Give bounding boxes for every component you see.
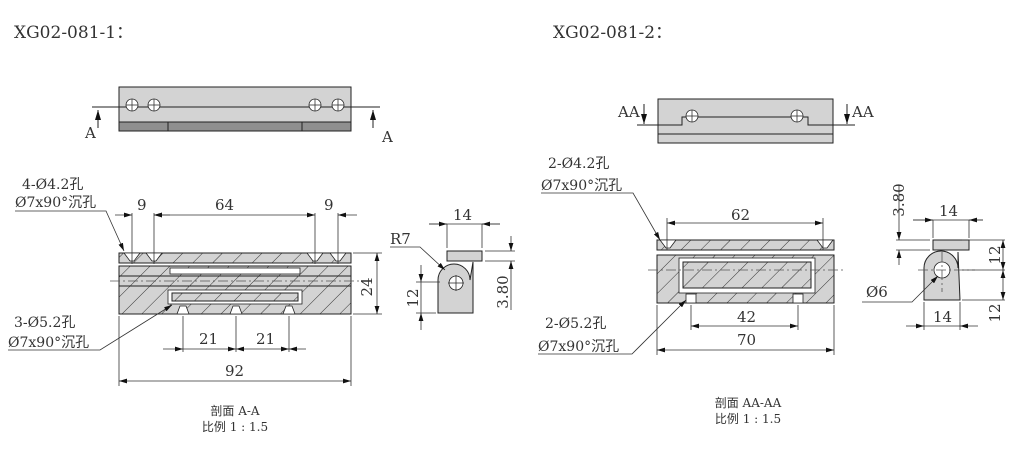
dim-height: 24: [358, 277, 376, 296]
drawing2-title: XG02-081-2：: [553, 23, 672, 43]
hole-note-bottom-line2: Ø7x90°沉孔: [8, 335, 89, 351]
hole-note-top-line2: Ø7x90°沉孔: [15, 195, 96, 211]
section-line-aa: [637, 116, 855, 126]
leader-top: [15, 210, 125, 252]
top-view-channel: [167, 121, 303, 132]
drawing1-title: XG02-081-1：: [14, 23, 133, 43]
dim-top-span: 62: [731, 206, 750, 224]
side-dim-bottom-width: 14: [933, 308, 952, 326]
side-dim-height: 12: [404, 288, 422, 307]
hole-note-top-line1: 2-Ø4.2孔: [548, 156, 609, 172]
dim-bottom-span: 42: [737, 308, 756, 326]
dim-overall: 70: [737, 331, 756, 349]
section-inner-rail: [682, 261, 812, 289]
drawing2-top-view: AA AA: [617, 98, 874, 144]
drawing-xg02-081-2: XG02-081-2： AA AA: [538, 23, 1006, 426]
section-marker-right: A: [381, 128, 393, 146]
hole-note-bottom-line1: 2-Ø5.2孔: [545, 316, 606, 332]
side-dim-diameter: Ø6: [866, 283, 888, 301]
dim-bottom-left: 21: [199, 330, 218, 348]
section-marker-left: A: [84, 124, 96, 142]
side-view-tab: [446, 250, 483, 262]
side-view-tab: [932, 239, 970, 251]
dim-left-pitch: 9: [137, 196, 147, 214]
side-dim-lower-height: 12: [986, 303, 1004, 322]
section-slot-upper: [169, 267, 301, 275]
section-top-plate: [656, 239, 835, 251]
caption-section: 剖面 A-A: [210, 404, 260, 418]
section-inner-rail: [171, 292, 299, 302]
side-dim-width: 14: [453, 206, 472, 224]
drawing1-section-view: 9 64 9 24 21 21 92 4-Ø4.2孔 Ø7x90°沉孔 3: [8, 177, 382, 434]
side-dim-radius: R7: [390, 230, 411, 248]
side-dim-upper-height: 12: [986, 245, 1004, 264]
caption-section: 剖面 AA-AA: [715, 396, 782, 410]
hole-note-bottom-line2: Ø7x90°沉孔: [538, 339, 619, 355]
side-dim-top-width: 14: [939, 202, 958, 220]
caption-scale: 比例 1 : 1.5: [202, 420, 268, 434]
hole-note-top-line2: Ø7x90°沉孔: [541, 178, 622, 194]
top-view-body: [657, 98, 834, 144]
hole-note-bottom-line1: 3-Ø5.2孔: [14, 315, 75, 331]
drawing1-side-view: 14 R7 12 3.80: [390, 206, 515, 330]
dim-overall: 92: [225, 362, 244, 380]
section-top-plate: [118, 252, 352, 264]
side-dim-offset: 3.80: [494, 275, 512, 308]
drawing2-section-view: 62 42 70 2-Ø4.2孔 Ø7x90°沉孔 2-Ø5.2孔 Ø7x90°…: [538, 156, 843, 426]
hole-note-top-line1: 4-Ø4.2孔: [22, 177, 83, 193]
drawing-xg02-081-1: XG02-081-1： A A: [8, 23, 515, 434]
dim-center-span: 64: [215, 196, 234, 214]
section-marker-right: AA: [851, 103, 874, 121]
countersink-hole-icon: [685, 109, 804, 123]
dim-right-pitch: 9: [324, 196, 334, 214]
caption-scale: 比例 1 : 1.5: [715, 412, 781, 426]
drawing1-top-view: A A: [84, 86, 393, 146]
drawing2-side-view: 3.80 14 12 12 14 Ø6: [862, 183, 1006, 330]
section-marker-left: AA: [617, 103, 640, 121]
dim-bottom-right: 21: [256, 330, 275, 348]
countersink-hole-icon: [125, 98, 345, 112]
countersink-icon: [659, 239, 834, 304]
leader-bottom: [8, 304, 173, 351]
